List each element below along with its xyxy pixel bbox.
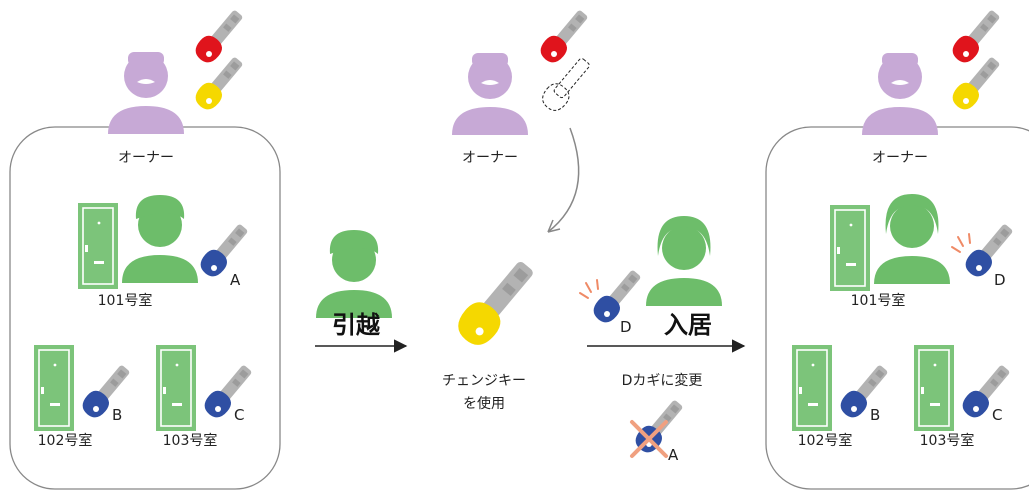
discarded-key-letter: A xyxy=(668,446,679,464)
red-key-icon xyxy=(195,9,244,63)
change-key-icon xyxy=(458,259,535,345)
room-label: 103号室 xyxy=(920,432,975,449)
key-letter: D xyxy=(994,271,1006,289)
red-key-icon xyxy=(952,9,1001,63)
tenant-avatar xyxy=(122,195,198,283)
key-letter: B xyxy=(870,406,880,424)
door-icon xyxy=(155,344,197,432)
spark-icon xyxy=(579,279,599,299)
room-label: 103号室 xyxy=(163,432,218,449)
blue-key-icon xyxy=(204,364,253,418)
curved-arrow xyxy=(547,127,580,233)
key-letter: C xyxy=(992,406,1002,424)
blue-key-icon xyxy=(82,364,131,418)
yellow-key-icon xyxy=(952,56,1001,110)
owner-avatar xyxy=(452,53,528,135)
new-tenant-avatar xyxy=(874,194,950,284)
key-letter: A xyxy=(230,271,241,289)
key-letter: C xyxy=(234,406,244,424)
tenant-avatar xyxy=(316,230,392,318)
new-tenant-avatar xyxy=(646,216,722,306)
change-key-caption-line2: を使用 xyxy=(463,395,505,412)
yellow-key-icon xyxy=(195,56,244,110)
arrow-head xyxy=(547,219,561,233)
owner-label: オーナー xyxy=(872,150,928,166)
key-change-caption: Dカギに変更 xyxy=(622,372,703,389)
owner-avatar xyxy=(108,52,184,134)
room-label: 102号室 xyxy=(38,432,93,449)
change-key-caption-line1: チェンジキー xyxy=(442,373,526,389)
room-label: 102号室 xyxy=(798,432,853,449)
door-icon xyxy=(791,344,833,432)
door-icon xyxy=(33,344,75,432)
move-out-label: 引越 xyxy=(332,311,381,339)
move-in-label: 入居 xyxy=(664,311,712,339)
key-letter: B xyxy=(112,406,122,424)
red-key-icon xyxy=(540,9,589,63)
door-icon xyxy=(913,344,955,432)
owner-avatar xyxy=(862,53,938,135)
owner-label: オーナー xyxy=(462,150,518,166)
blue-key-icon xyxy=(840,364,889,418)
door-icon xyxy=(77,202,119,290)
cross-icon xyxy=(630,420,668,458)
blue-key-icon xyxy=(965,223,1014,277)
owner-label: オーナー xyxy=(118,150,174,166)
door-icon xyxy=(829,204,871,292)
spark-icon xyxy=(951,233,971,253)
blue-key-icon xyxy=(962,364,1011,418)
new-key-letter: D xyxy=(620,318,632,336)
missing-key-outline-icon xyxy=(542,58,590,111)
room-label: 101号室 xyxy=(851,292,906,309)
blue-key-icon xyxy=(200,223,249,277)
room-label: 101号室 xyxy=(98,292,153,309)
blue-key-icon xyxy=(593,269,642,323)
